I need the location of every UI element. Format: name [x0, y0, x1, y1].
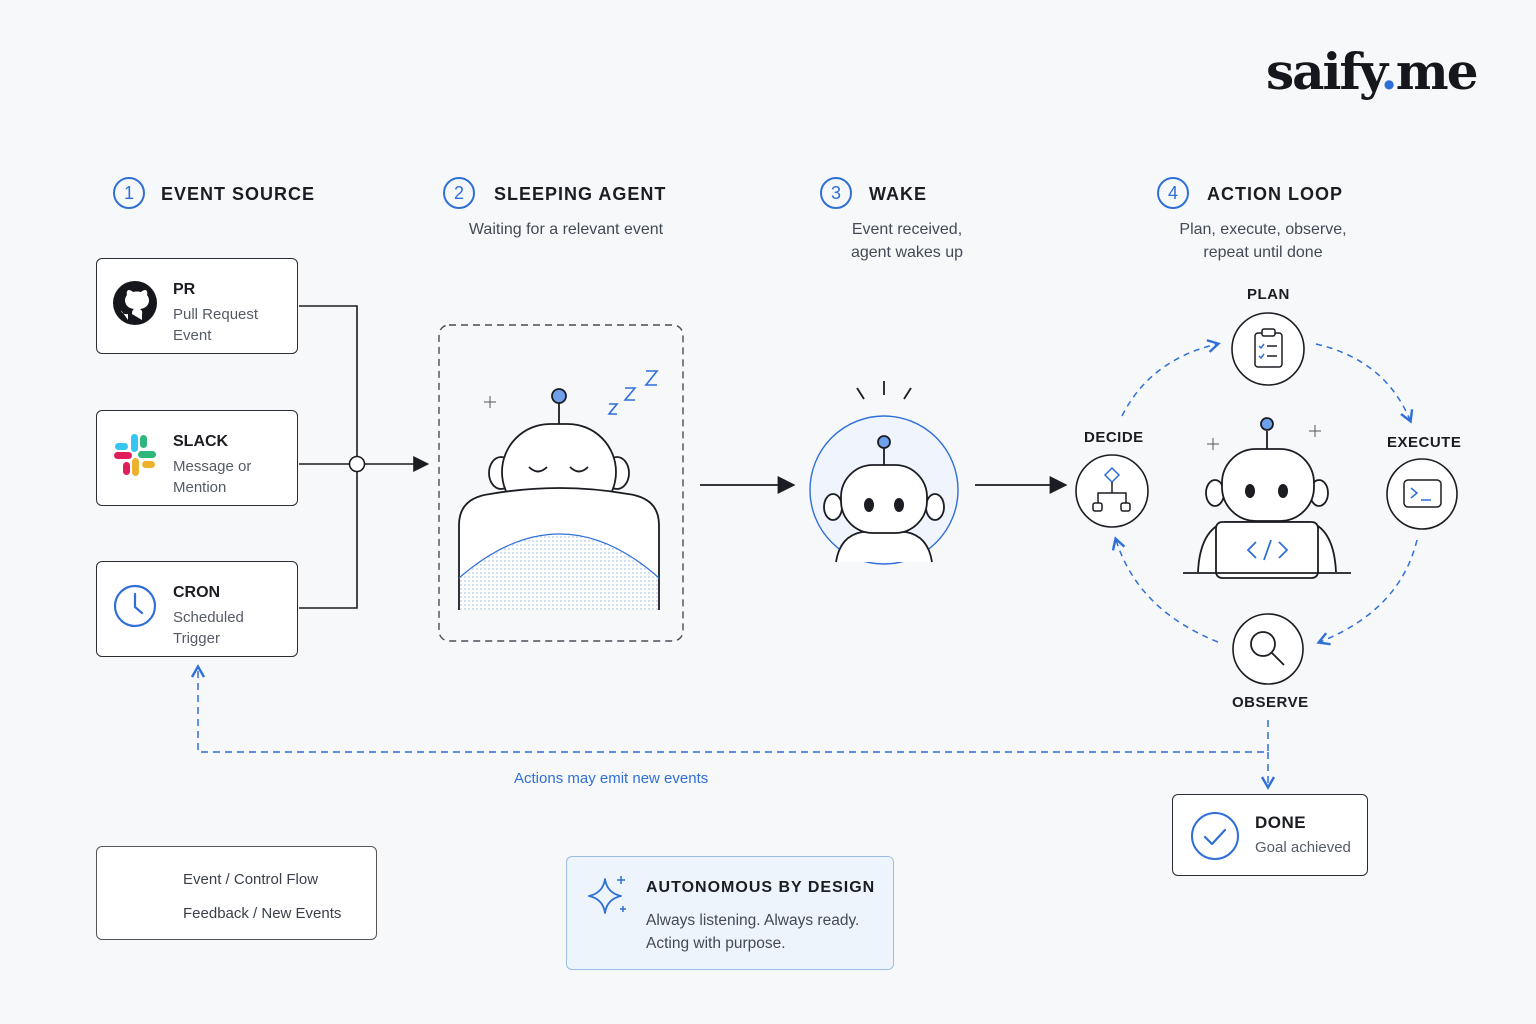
- step-3-subtitle-line1: Event received,: [851, 221, 963, 238]
- bed-blanket: [458, 487, 660, 610]
- source-desc-line1: Scheduled: [173, 609, 244, 626]
- source-card-cron: CRON Scheduled Trigger: [96, 561, 298, 657]
- step-4-subtitle-line2: repeat until done: [1203, 244, 1323, 261]
- legend: Event / Control Flow Feedback / New Even…: [96, 846, 377, 940]
- step-1-title: EVENT SOURCE: [161, 184, 316, 204]
- step-4-subtitle: Plan, execute, observe, repeat until don…: [1158, 218, 1368, 264]
- sleeping-agent-frame: [438, 324, 684, 642]
- source-desc: Scheduled Trigger: [173, 607, 244, 649]
- checkmark-icon: [1191, 812, 1239, 860]
- step-1-number: 1: [113, 177, 145, 209]
- plan-node: [1231, 312, 1305, 386]
- working-robot-icon: [1183, 431, 1351, 579]
- clock-icon: [113, 584, 157, 628]
- step-2-title: SLEEPING AGENT: [494, 184, 667, 204]
- done-title: DONE: [1255, 813, 1307, 832]
- source-desc-line1: Message or: [173, 458, 252, 475]
- autonomous-card: AUTONOMOUS BY DESIGN Always listening. A…: [566, 856, 894, 970]
- done-subtitle: Goal achieved: [1255, 839, 1351, 856]
- step-4-number: 4: [1157, 177, 1189, 209]
- brand-name: saify: [1266, 42, 1382, 101]
- source-desc: Message or Mention: [173, 456, 251, 498]
- feedback-label: Actions may emit new events: [514, 770, 709, 787]
- source-desc: Pull Request Event: [173, 304, 258, 346]
- sparkle-icons: [1207, 425, 1321, 450]
- magnifier-icon: [1250, 631, 1285, 666]
- step-4-title: ACTION LOOP: [1207, 184, 1343, 204]
- source-desc-line2: Trigger: [173, 630, 220, 647]
- observe-node: [1232, 613, 1304, 685]
- source-card-slack: SLACK Message or Mention: [96, 410, 298, 506]
- source-title: SLACK: [173, 433, 229, 450]
- source-desc-line2: Mention: [173, 479, 227, 496]
- clipboard-icon: [1254, 328, 1283, 368]
- brand-tld: me: [1395, 42, 1479, 101]
- legend-solid-label: Event / Control Flow: [183, 871, 319, 888]
- wake-rays: [856, 381, 912, 400]
- source-connectors: [299, 305, 430, 609]
- source-card-pr: PR Pull Request Event: [96, 258, 298, 354]
- execute-node: [1386, 458, 1458, 530]
- autonomous-desc-line1: Always listening. Always ready.: [646, 912, 860, 929]
- source-title: PR: [173, 281, 196, 298]
- github-icon: [113, 281, 157, 325]
- loop-arrows: [1111, 339, 1418, 646]
- observe-label: OBSERVE: [1232, 694, 1309, 711]
- brand-logo: saify.me: [1266, 42, 1479, 101]
- legend-dashed-label: Feedback / New Events: [183, 905, 342, 922]
- source-desc-line2: Event: [173, 327, 212, 344]
- step-2-subtitle: Waiting for a relevant event: [468, 221, 664, 238]
- terminal-icon: [1403, 479, 1442, 508]
- source-title: CRON: [173, 584, 221, 601]
- source-desc-line1: Pull Request: [173, 306, 259, 323]
- autonomous-desc: Always listening. Always ready. Acting w…: [646, 909, 886, 955]
- merge-node: [348, 455, 366, 473]
- plan-label: PLAN: [1247, 286, 1290, 303]
- awake-robot-icon: [823, 448, 945, 563]
- done-card: DONE Goal achieved: [1172, 794, 1368, 876]
- feedback-connector: [190, 664, 1276, 790]
- step-4-subtitle-line1: Plan, execute, observe,: [1179, 221, 1347, 238]
- sparkle-icon: [484, 396, 496, 408]
- decide-label: DECIDE: [1084, 429, 1144, 446]
- step-3-subtitle: Event received, agent wakes up: [812, 218, 1002, 264]
- slack-icon: [114, 434, 156, 476]
- code-icon: [1246, 539, 1289, 561]
- brand-dot: .: [1380, 42, 1397, 101]
- step-2-number: 2: [443, 177, 475, 209]
- step-3-subtitle-line2: agent wakes up: [850, 244, 964, 261]
- step-3-title: WAKE: [869, 184, 927, 204]
- decision-tree-icon: [1092, 466, 1131, 512]
- step-3-number: 3: [820, 177, 852, 209]
- sparkle-star-icon: [588, 876, 626, 914]
- sleep-z-icon: [607, 370, 659, 415]
- autonomous-desc-line2: Acting with purpose.: [646, 935, 786, 952]
- autonomous-title: AUTONOMOUS BY DESIGN: [646, 879, 876, 896]
- execute-label: EXECUTE: [1387, 434, 1462, 451]
